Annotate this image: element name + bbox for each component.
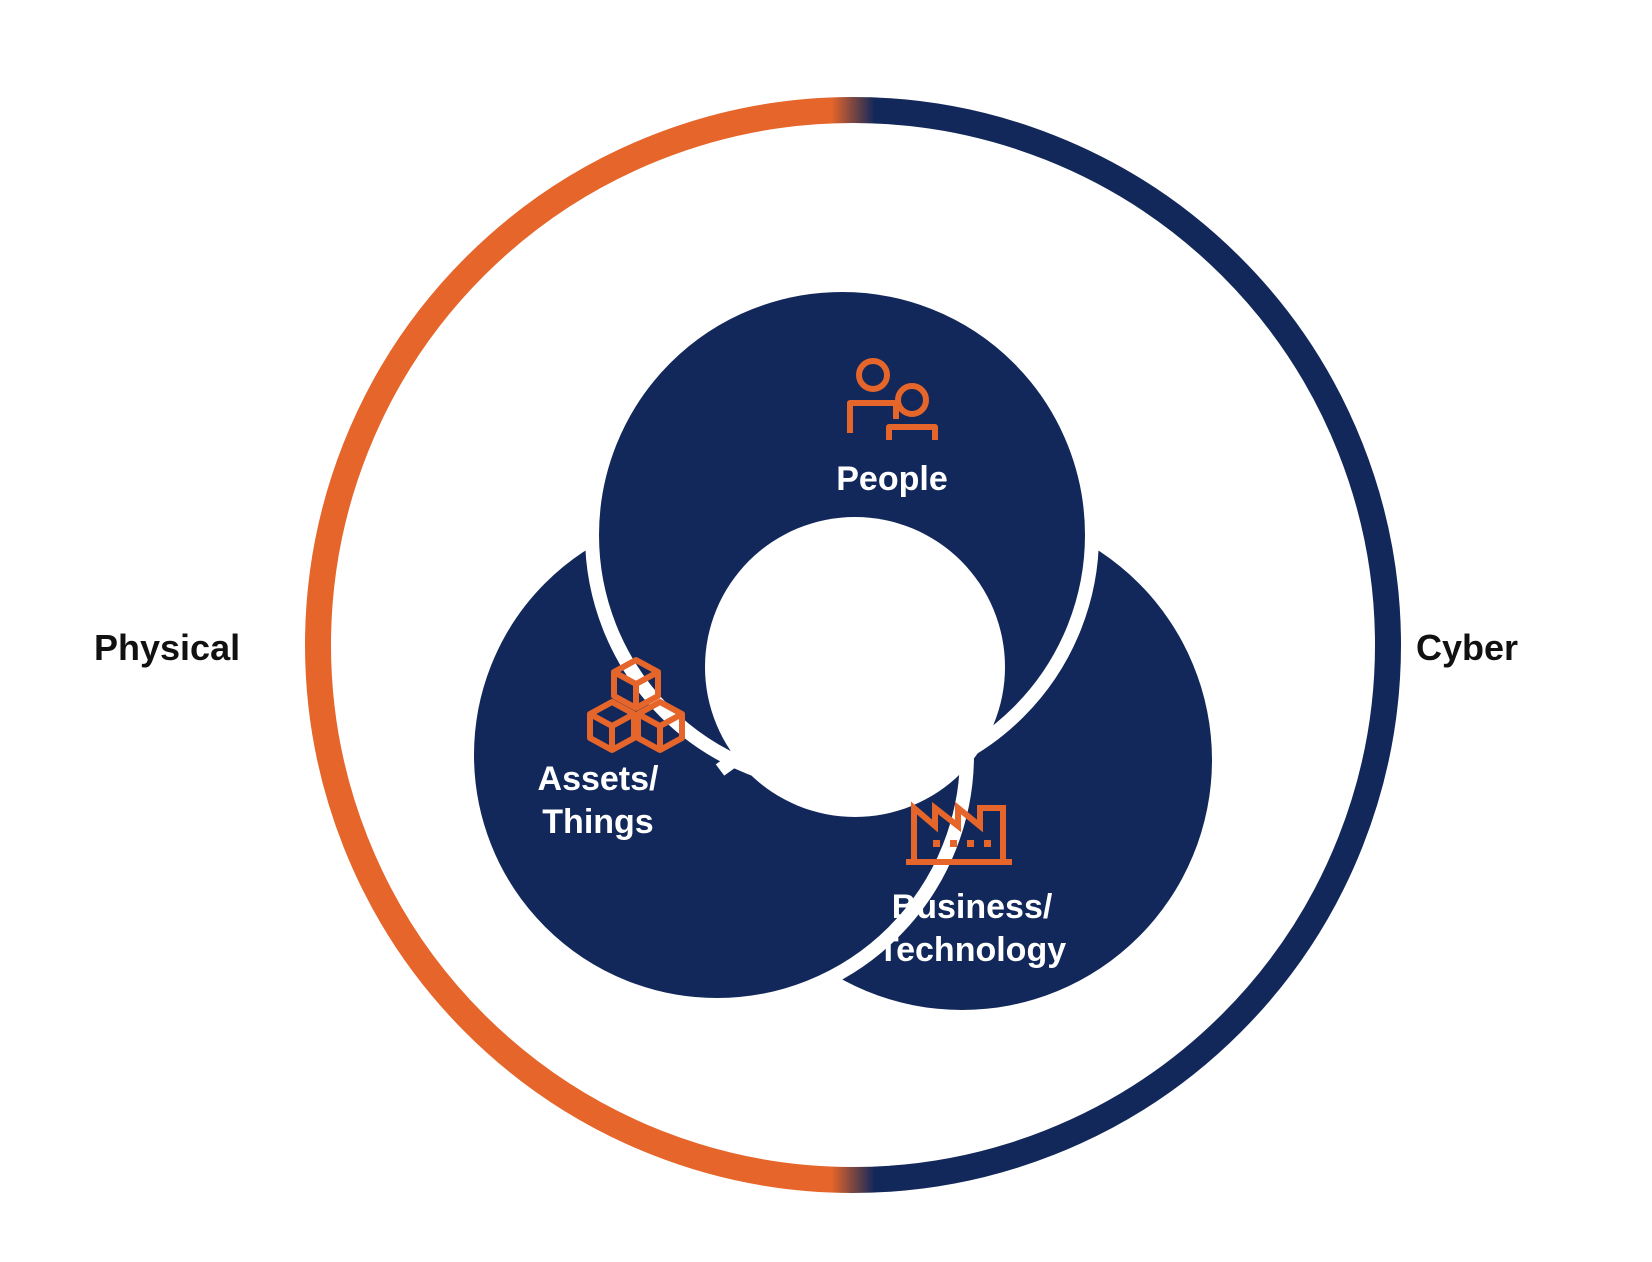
business-inner-edge [715, 712, 984, 776]
cubes-icon [587, 657, 685, 753]
label-business-line1: Business/ [892, 888, 1053, 926]
people-icon [847, 358, 938, 440]
lobes [460, 278, 1212, 1012]
factory-windows [933, 840, 991, 847]
label-business-line2: Technology [878, 931, 1066, 969]
center-hole [705, 517, 1005, 817]
label-physical: Physical [94, 627, 241, 668]
outer-ring [305, 97, 1401, 1193]
factory-icon [906, 801, 1012, 865]
label-people: People [836, 460, 947, 498]
label-cyber: Cyber [1416, 627, 1519, 668]
label-assets-line2: Things [542, 803, 653, 841]
label-assets-line1: Assets/ [538, 760, 660, 798]
